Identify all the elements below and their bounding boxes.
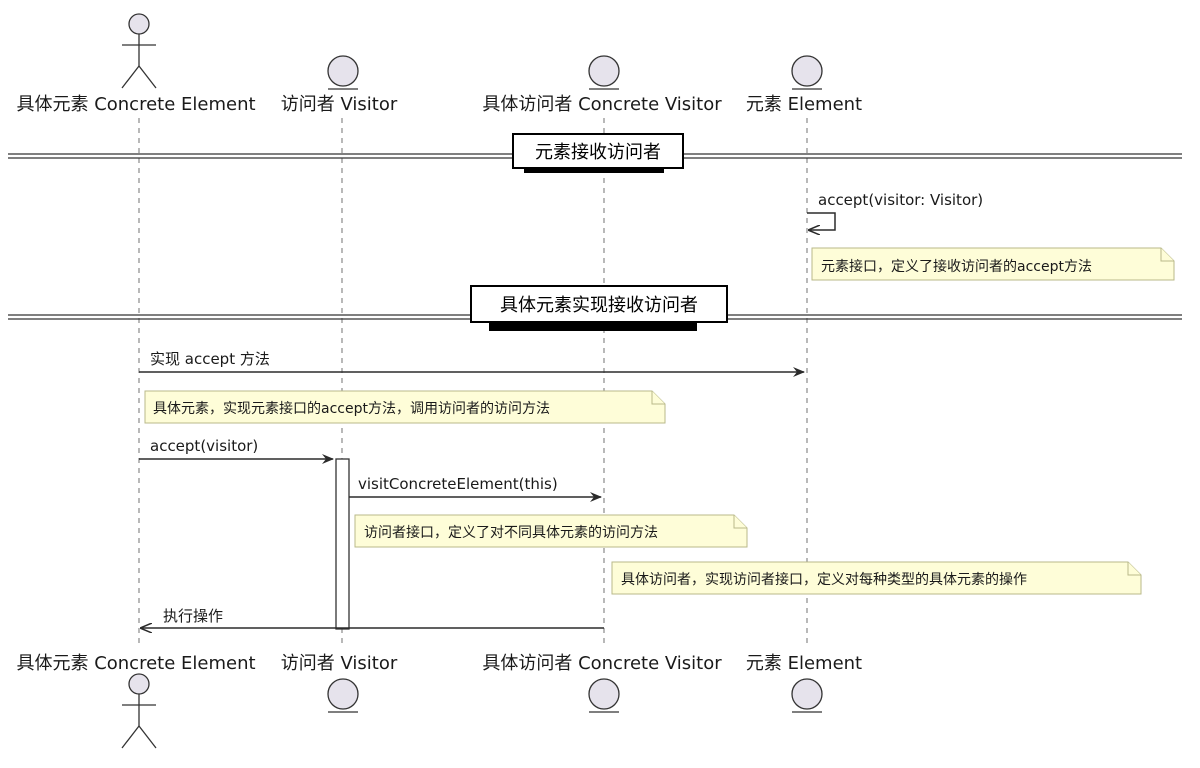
note-element-interface: 元素接口，定义了接收访问者的accept方法 [811, 247, 1175, 281]
participant-label: 具体访问者 Concrete Visitor [482, 94, 722, 115]
message-label: accept(visitor) [150, 437, 258, 455]
actor-icon [121, 673, 157, 749]
participant-concrete-element-bottom: 具体元素 Concrete Element [16, 653, 256, 749]
participant-label: 具体元素 Concrete Element [16, 94, 255, 115]
divider-element-receive-visitor: 元素接收访问者 [8, 133, 1182, 173]
divider-concrete-element-implement: 具体元素实现接收访问者 [8, 285, 1182, 331]
participant-concrete-visitor-bottom: 具体访问者 Concrete Visitor [482, 653, 722, 713]
message-accept-visitor: accept(visitor) [139, 437, 334, 464]
entity-icon [791, 55, 823, 87]
actor-icon [121, 13, 157, 89]
participant-label: 具体访问者 Concrete Visitor [482, 653, 722, 674]
message-visit-concrete-element: visitConcreteElement(this) [349, 475, 602, 502]
message-execute-operation: 执行操作 [141, 607, 604, 628]
entity-icon [588, 55, 620, 87]
note-text: 具体访问者，实现访问者接口，定义对每种类型的具体元素的操作 [621, 571, 1027, 588]
participant-label: 元素 Element [746, 94, 862, 115]
message-accept-self: accept(visitor: Visitor) [807, 191, 983, 230]
message-implement-accept: 实现 accept 方法 [139, 350, 805, 377]
message-label: visitConcreteElement(this) [358, 475, 558, 493]
participant-label: 元素 Element [746, 653, 862, 674]
note-concrete-element: 具体元素，实现元素接口的accept方法，调用访问者的访问方法 [144, 390, 666, 424]
note-concrete-visitor: 具体访问者，实现访问者接口，定义对每种类型的具体元素的操作 [611, 561, 1142, 595]
divider-label: 元素接收访问者 [535, 142, 661, 163]
participant-label: 访问者 Visitor [281, 94, 398, 115]
participant-label: 具体元素 Concrete Element [16, 653, 255, 674]
message-label: 实现 accept 方法 [150, 350, 270, 368]
entity-icon [588, 678, 620, 710]
entity-icon [791, 678, 823, 710]
participant-element-bottom: 元素 Element [746, 653, 862, 713]
note-visitor-interface: 访问者接口，定义了对不同具体元素的访问方法 [354, 514, 748, 548]
participant-concrete-visitor-top: 具体访问者 Concrete Visitor [482, 55, 722, 115]
note-text: 具体元素，实现元素接口的accept方法，调用访问者的访问方法 [153, 400, 550, 417]
note-text: 访问者接口，定义了对不同具体元素的访问方法 [364, 524, 658, 541]
participant-element-top: 元素 Element [746, 55, 862, 115]
message-label: 执行操作 [163, 607, 223, 625]
participant-concrete-element-top: 具体元素 Concrete Element [16, 13, 256, 115]
entity-icon [327, 55, 359, 87]
participant-visitor-bottom: 访问者 Visitor [281, 653, 398, 713]
participant-visitor-top: 访问者 Visitor [281, 55, 398, 115]
message-label: accept(visitor: Visitor) [818, 191, 983, 209]
divider-label: 具体元素实现接收访问者 [500, 295, 698, 316]
activation-bar-visitor [335, 458, 350, 630]
entity-icon [327, 678, 359, 710]
note-text: 元素接口，定义了接收访问者的accept方法 [821, 258, 1092, 275]
participant-label: 访问者 Visitor [281, 653, 398, 674]
